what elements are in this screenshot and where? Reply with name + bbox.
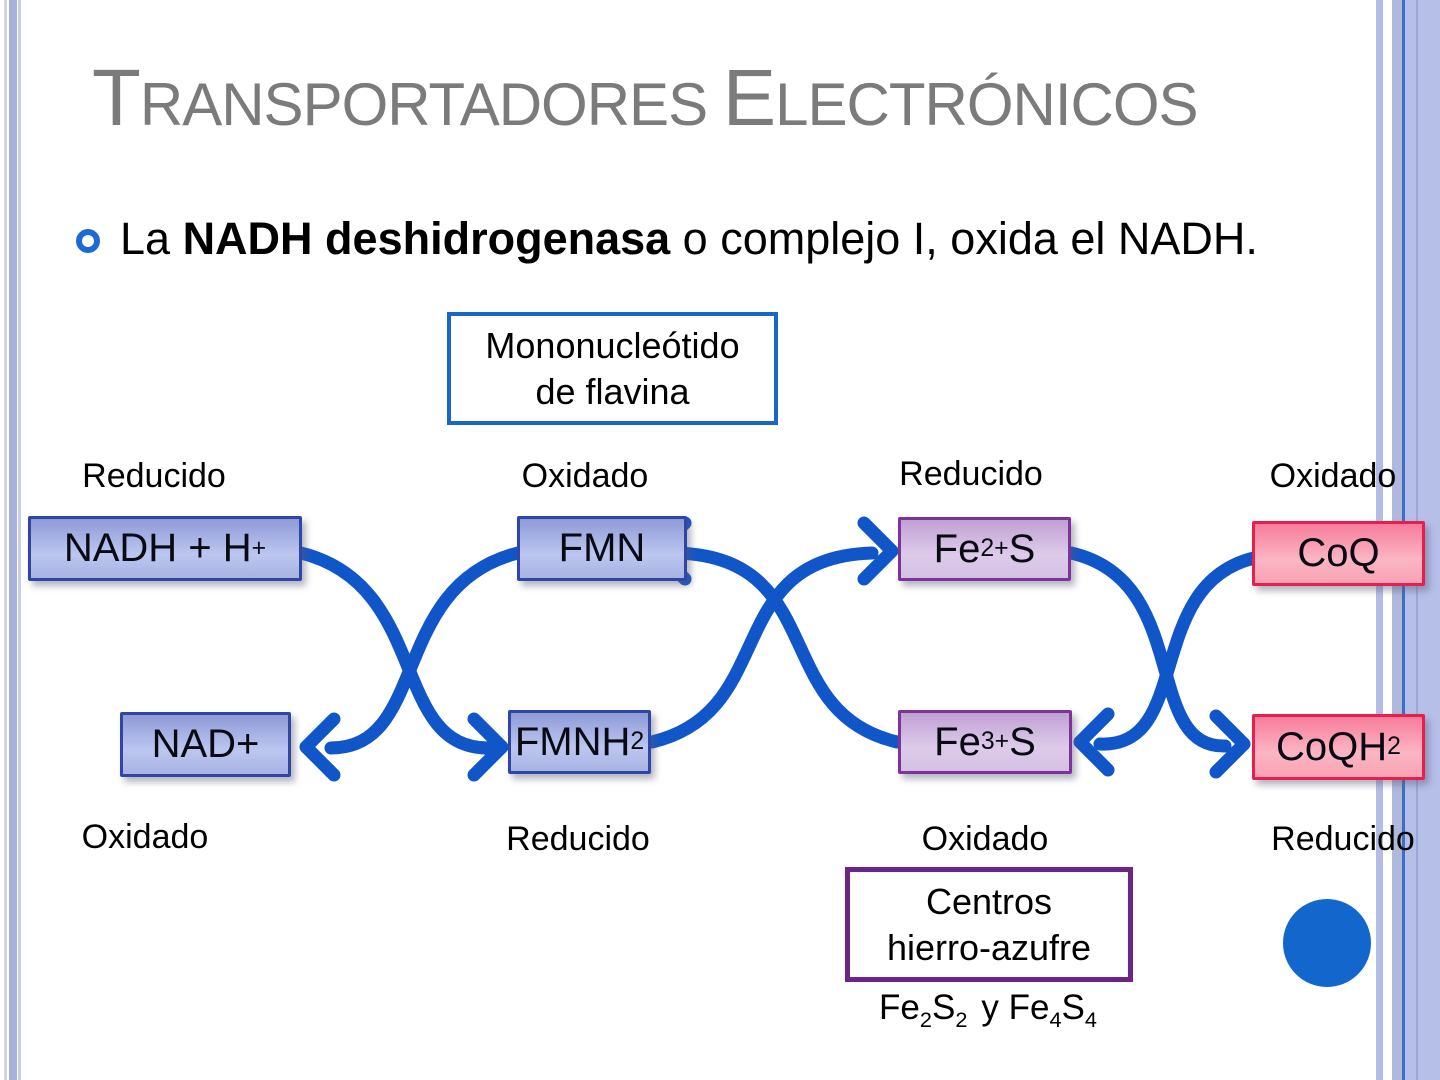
- bullet-circle-icon: [76, 229, 100, 253]
- formula-s2: S: [931, 988, 956, 1027]
- left-border-stripe-1: [4, 0, 7, 1080]
- box-nad-label: NAD+: [151, 722, 260, 766]
- cycle-arrow-fmnh2-to-fe2s: [645, 516, 899, 749]
- formula-sub4: 4: [1084, 1007, 1097, 1032]
- blue-circle-decoration: [1283, 899, 1371, 987]
- box-nadh: NADH + H+: [28, 516, 302, 581]
- box-coqh2-label: CoQH: [1276, 724, 1388, 769]
- box-nad: NAD+: [120, 712, 291, 777]
- bullet-prefix: La: [120, 213, 183, 264]
- bullet-bold-term: NADH deshidrogenasa: [182, 213, 671, 264]
- box-coq: CoQ: [1252, 521, 1425, 586]
- iron-sulfur-line2: hierro-azufre: [886, 926, 1092, 968]
- formula-fe2: Fe: [879, 988, 920, 1027]
- box-fmnh2-label: FMNH: [514, 719, 631, 764]
- iron-sulfur-line1: Centros: [925, 881, 1053, 923]
- cycle-arrow-fe2s-to-coqh2: [1064, 546, 1251, 779]
- left-border-stripe-2: [9, 0, 17, 1080]
- flavin-callout-line2: de flavina: [535, 370, 690, 412]
- cycle-arrow-fmn-to-nad: [299, 546, 525, 782]
- flavin-callout-box: Mononucleótido de flavina: [447, 312, 778, 425]
- page-title: Transportadores Electrónicos: [92, 58, 1199, 138]
- flavin-callout-line1: Mononucleótido: [485, 325, 740, 367]
- box-fe2s-label: Fe: [933, 526, 981, 571]
- state-label-fe3s-bottom: Oxidado: [921, 820, 1049, 858]
- state-label-coq-top: Oxidado: [1269, 457, 1397, 495]
- state-label-fes-top: Reducido: [899, 455, 1043, 493]
- formula-s4: S: [1061, 988, 1085, 1027]
- box-fe2s-post: S: [1008, 526, 1036, 571]
- formula-sub2: 2: [955, 1007, 968, 1032]
- formula-sub1: 2: [919, 1007, 932, 1032]
- iron-sulfur-callout-box: Centros hierro-azufre: [845, 867, 1133, 982]
- formula-sub3: 4: [1049, 1007, 1062, 1032]
- state-label-fmn-top: Oxidado: [521, 457, 649, 495]
- box-nadh-label: NADH + H: [63, 526, 252, 570]
- bullet-text: La NADH deshidrogenasa o complejo I, oxi…: [120, 213, 1258, 265]
- state-label-fmnh2-bottom: Reducido: [506, 820, 650, 858]
- cycle-arrow-nadh-to-fmnh2: [294, 546, 509, 782]
- title-initial: T: [92, 53, 141, 142]
- box-fe3s-post: S: [1009, 719, 1036, 764]
- title-space: [707, 71, 723, 138]
- title-word2: lectrónicos: [775, 71, 1198, 138]
- box-fmn-label: FMN: [558, 526, 646, 570]
- box-coq-label: CoQ: [1297, 531, 1380, 575]
- state-label-nad-bottom: Oxidado: [81, 818, 209, 856]
- left-border-stripe-3: [18, 0, 21, 1080]
- cycle-arrow-coq-to-fe3s: [1073, 551, 1261, 777]
- title-initial-2: E: [722, 53, 776, 142]
- bullet-suffix: o complejo I, oxida el NADH.: [670, 213, 1258, 264]
- box-fmn: FMN: [517, 516, 687, 581]
- title-word1: ransportadores: [139, 71, 708, 138]
- state-label-coqh2-bottom: Reducido: [1271, 820, 1415, 858]
- cycle-arrow-fe3s-to-fmn: [650, 516, 904, 749]
- formula-y-fe4: y Fe: [981, 988, 1050, 1027]
- state-label-nadh-top: Reducido: [82, 457, 226, 495]
- box-fe3s-label: Fe: [934, 719, 981, 764]
